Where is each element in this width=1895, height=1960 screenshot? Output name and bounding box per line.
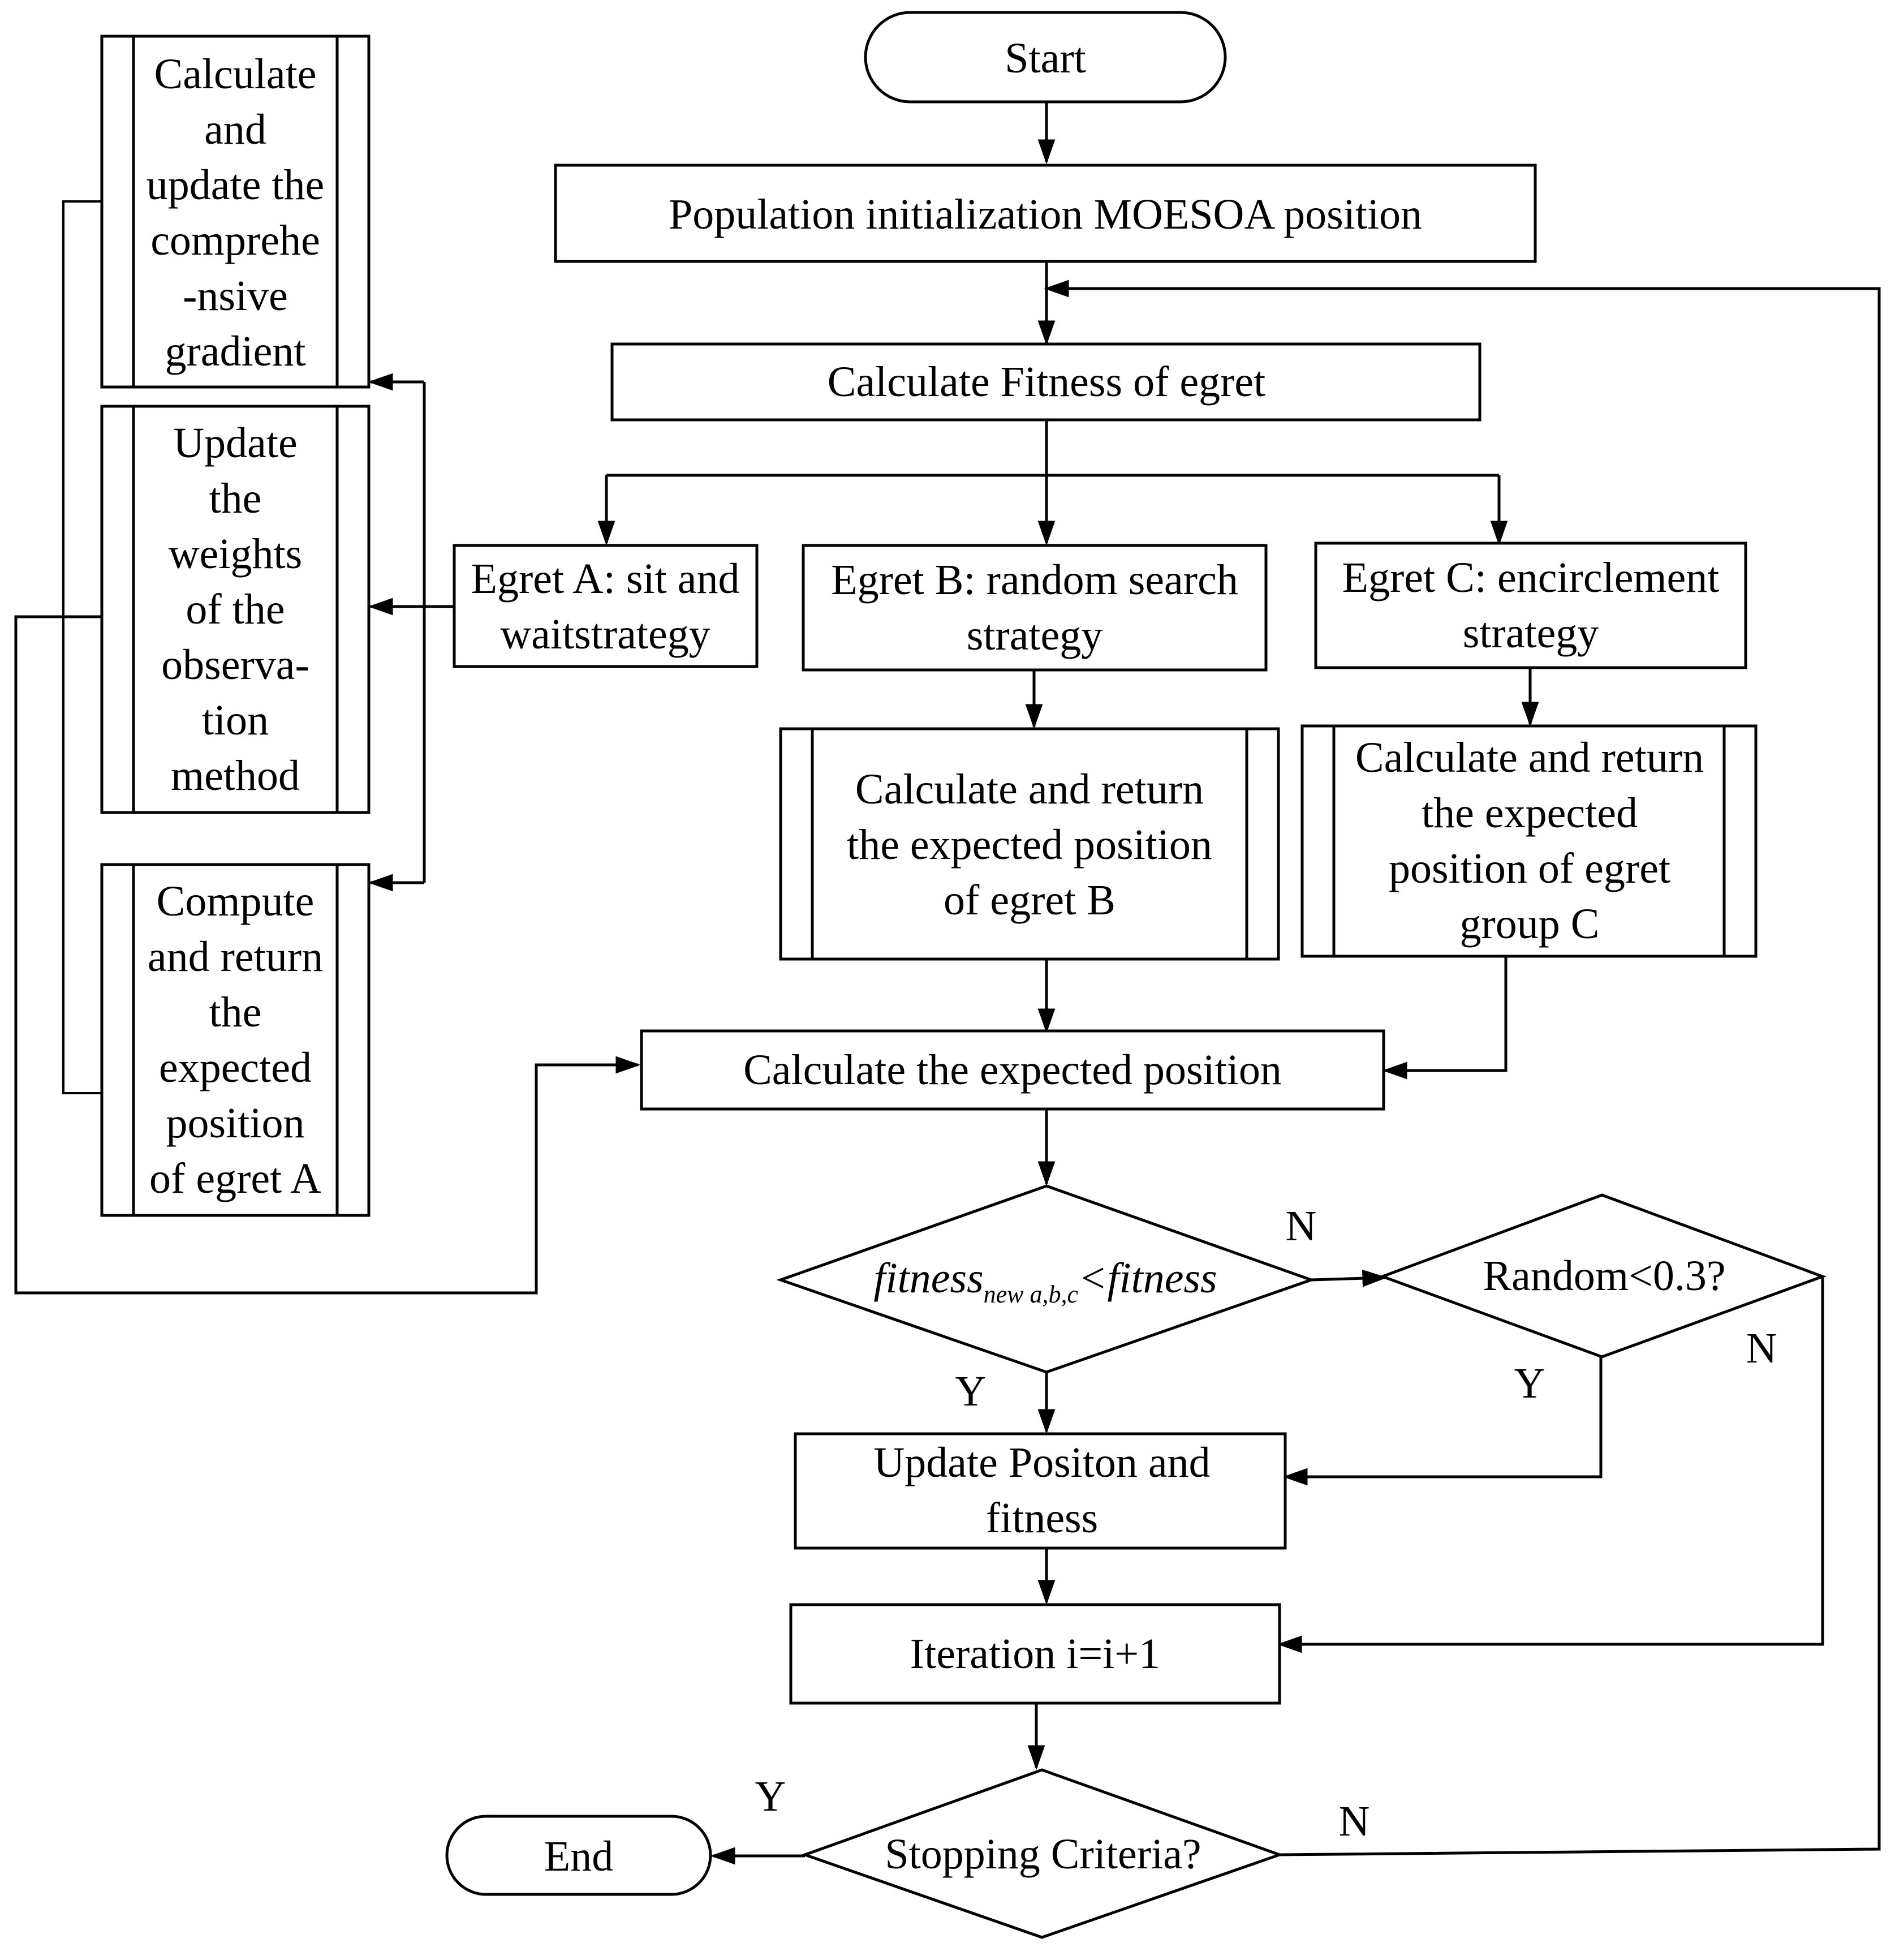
edges xyxy=(14,102,1881,1865)
calc-b-line-2: the expected position xyxy=(847,821,1212,869)
calc-b-line-3: of egret B xyxy=(944,876,1116,924)
compute-a-line-4: expected xyxy=(159,1044,312,1091)
start-node: Start xyxy=(864,11,1227,104)
egret-a-line-2: waitstrategy xyxy=(500,611,710,658)
expected-label: Calculate the expected position xyxy=(743,1046,1282,1094)
fitness-label: Calculate Fitness of egret xyxy=(828,358,1266,406)
calc-c-line-1: Calculate and return xyxy=(1355,734,1704,781)
gradient-line-3: update the xyxy=(147,161,324,209)
weights-line-4: of the xyxy=(186,586,285,633)
calc-c-line-2: the expected xyxy=(1422,789,1638,837)
decision-random-label: Random<0.3? xyxy=(1483,1252,1725,1300)
calc-c-node: Calculate and return the expected positi… xyxy=(1300,724,1758,958)
update-node: Update Positon and fitness xyxy=(794,1432,1287,1550)
decision-fitness-subscript: new a,b,c xyxy=(984,1280,1079,1308)
egret-b-line-2: strategy xyxy=(967,612,1103,659)
label-decision1-no: N xyxy=(1286,1202,1317,1250)
label-random-yes: Y xyxy=(1514,1360,1545,1407)
edge-random-update xyxy=(1282,1357,1603,1486)
egret-c-node: Egret C: encirclement strategy xyxy=(1314,541,1747,669)
init-label: Population initialization MOESOA positio… xyxy=(669,191,1422,238)
weights-line-7: method xyxy=(171,752,300,800)
gradient-node: Calculate and update the comprehe -nsive… xyxy=(100,35,371,389)
label-random-no: N xyxy=(1746,1325,1777,1372)
decision-fitness-label: fitnessnew a,b,c<fitness xyxy=(873,1254,1217,1308)
end-label: End xyxy=(544,1833,613,1880)
edge-calcc-expected xyxy=(1382,956,1508,1080)
edge-weights-expected xyxy=(14,615,641,1295)
edge-labels: N Y Y N Y N xyxy=(755,1202,1777,1845)
label-stopping-yes: Y xyxy=(755,1773,786,1820)
calc-c-line-4: group C xyxy=(1460,900,1600,948)
egret-a-line-1: Egret A: sit and xyxy=(471,555,740,603)
start-label: Start xyxy=(1005,35,1086,82)
compute-a-line-1: Compute xyxy=(157,878,315,925)
compute-a-line-2: and return xyxy=(148,933,323,981)
label-decision1-yes: Y xyxy=(955,1368,987,1415)
gradient-line-5: -nsive xyxy=(183,272,288,320)
edge-decision1-random xyxy=(1311,1269,1388,1287)
compute-a-line-5: position xyxy=(166,1099,305,1147)
weights-line-5: observa- xyxy=(161,641,309,689)
egret-c-line-2: strategy xyxy=(1463,609,1599,657)
decision-stopping-label: Stopping Criteria? xyxy=(885,1830,1201,1878)
calc-b-node: Calculate and return the expected positi… xyxy=(779,727,1280,961)
label-stopping-no: N xyxy=(1339,1798,1370,1845)
update-line-1: Update Positon and xyxy=(873,1439,1210,1486)
decision-random: Random<0.3? xyxy=(1378,1193,1827,1359)
decision-stopping: Stopping Criteria? xyxy=(800,1768,1284,1939)
end-node: End xyxy=(445,1815,712,1896)
compute-a-line-6: of egret A xyxy=(149,1155,321,1202)
decision-fitness: fitnessnew a,b,c<fitness xyxy=(776,1184,1316,1374)
gradient-line-2: and xyxy=(204,106,266,153)
decision-fitness-rest: <fitness xyxy=(1078,1254,1217,1302)
update-line-2: fitness xyxy=(986,1494,1098,1542)
egret-b-line-1: Egret B: random search xyxy=(831,556,1238,604)
egret-c-line-1: Egret C: encirclement xyxy=(1342,554,1720,601)
init-node: Population initialization MOESOA positio… xyxy=(554,164,1537,263)
weights-node: Update the weights of the observa- tion … xyxy=(100,405,371,814)
egret-b-node: Egret B: random search strategy xyxy=(802,544,1268,672)
gradient-line-4: comprehe xyxy=(150,217,320,264)
weights-line-2: the xyxy=(209,475,262,522)
expected-node: Calculate the expected position xyxy=(640,1029,1385,1111)
weights-line-6: tion xyxy=(202,697,269,744)
gradient-line-6: gradient xyxy=(165,328,305,375)
weights-line-3: weights xyxy=(169,530,302,578)
compute-a-line-3: the xyxy=(209,988,262,1036)
calc-c-line-3: position of egret xyxy=(1389,845,1670,892)
iteration-node: Iteration i=i+1 xyxy=(789,1603,1281,1705)
fitness-node: Calculate Fitness of egret xyxy=(610,342,1481,422)
weights-line-1: Update xyxy=(173,419,297,467)
egret-a-node: Egret A: sit and waitstrategy xyxy=(453,544,759,668)
gradient-line-1: Calculate xyxy=(154,50,317,98)
iteration-label: Iteration i=i+1 xyxy=(910,1630,1160,1678)
edge-stopping-loop xyxy=(1044,280,1881,1856)
calc-b-line-1: Calculate and return xyxy=(855,766,1204,813)
edge-random-iteration xyxy=(1277,1278,1824,1653)
decision-fitness-main: fitness xyxy=(873,1254,983,1302)
compute-a-node: Compute and return the expected position… xyxy=(100,863,371,1217)
